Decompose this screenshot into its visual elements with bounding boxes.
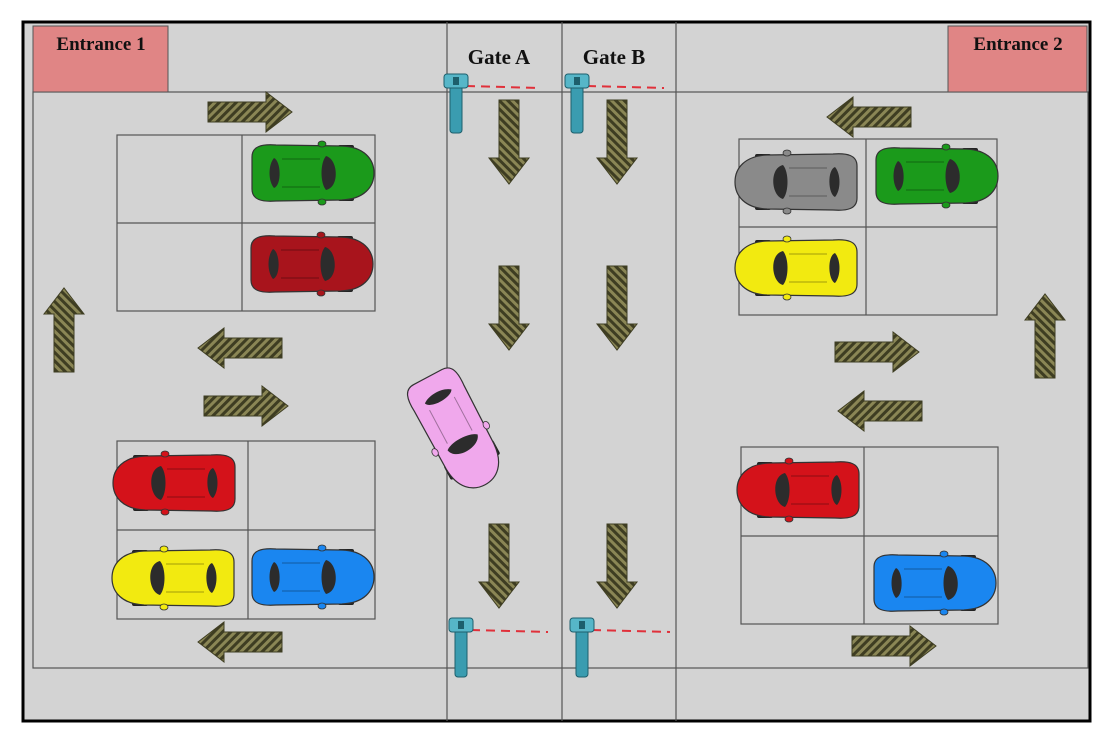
arrow-down bbox=[487, 99, 531, 185]
parking-grid-bottom-right bbox=[740, 446, 999, 625]
barrier-gate-b-bottom bbox=[569, 617, 671, 678]
gate-barriers bbox=[443, 73, 671, 678]
arrow-right bbox=[207, 90, 293, 134]
entrance-2-label: Entrance 2 bbox=[973, 34, 1062, 55]
entrance-1-label: Entrance 1 bbox=[56, 34, 145, 55]
barrier-gate-a-top bbox=[443, 73, 541, 134]
arrow-down bbox=[595, 265, 639, 351]
traffic-arrows bbox=[42, 90, 1067, 668]
entrance-2-box bbox=[947, 25, 1088, 93]
car-pink-center bbox=[407, 367, 500, 489]
arrow-right bbox=[834, 330, 920, 374]
car-red-left bbox=[112, 450, 236, 516]
arrow-up bbox=[1023, 293, 1067, 379]
car-blue-left bbox=[251, 544, 375, 610]
arrow-right bbox=[851, 624, 937, 668]
car-green-right bbox=[875, 143, 999, 209]
arrow-right bbox=[203, 384, 289, 428]
entrance-1-box bbox=[32, 25, 169, 93]
barrier-gate-a-bottom bbox=[448, 617, 549, 678]
arrow-left bbox=[826, 95, 912, 139]
arrow-down bbox=[477, 523, 521, 609]
arrow-down bbox=[595, 99, 639, 185]
car-red-right bbox=[736, 457, 860, 523]
entrance-2: Entrance 2 bbox=[947, 25, 1088, 93]
arrow-left bbox=[837, 389, 923, 433]
pavement bbox=[21, 20, 1092, 723]
car-yellow-right bbox=[734, 235, 858, 301]
arrow-down bbox=[595, 523, 639, 609]
car-red-convertible bbox=[250, 231, 374, 297]
arrow-down bbox=[487, 265, 531, 351]
arrow-left bbox=[197, 620, 283, 664]
arrow-up bbox=[42, 287, 86, 373]
entrance-1: Entrance 1 bbox=[32, 25, 169, 93]
gate-b-label: Gate B bbox=[583, 45, 645, 69]
car-green-left bbox=[251, 140, 375, 206]
barrier-gate-b-top bbox=[564, 73, 665, 134]
parking-grid-bottom-left bbox=[116, 440, 376, 620]
lot-boundary bbox=[32, 91, 1089, 669]
car-yellow-left bbox=[111, 545, 235, 611]
gate-a-label: Gate A bbox=[468, 45, 531, 69]
arrow-left bbox=[197, 326, 283, 370]
car-gray-right bbox=[734, 149, 858, 215]
parking-grid-top-left bbox=[116, 134, 376, 312]
parking-grid-top-right bbox=[738, 138, 998, 316]
car-blue-right bbox=[873, 550, 997, 616]
parked-cars bbox=[111, 140, 999, 616]
